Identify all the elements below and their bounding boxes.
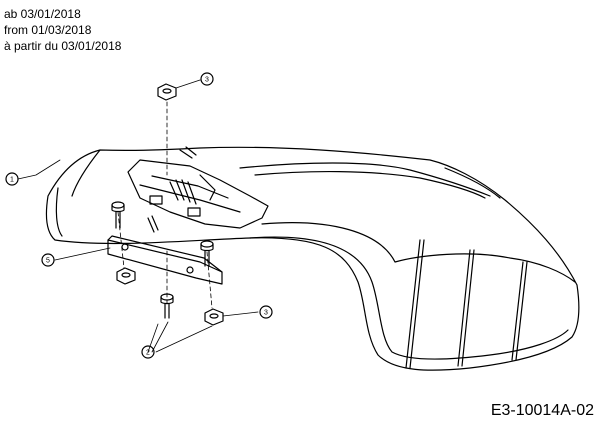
callout-label: 3 <box>205 77 209 84</box>
nut-top <box>157 83 177 101</box>
callout-circle <box>41 253 55 267</box>
validity-line-fr: à partir du 03/01/2018 <box>4 39 122 53</box>
cover-housing <box>45 146 580 371</box>
callout-label: 1 <box>10 177 14 184</box>
bracket-plate <box>107 235 223 285</box>
validity-line-de: ab 03/01/2018 <box>4 7 81 21</box>
bolt-upper-right <box>200 240 214 267</box>
nut-lower-right <box>204 308 224 326</box>
callout-label: 5 <box>46 258 50 265</box>
assembly-lines <box>117 101 213 309</box>
bolt-lower <box>160 293 174 319</box>
validity-header: ab 03/01/2018 from 01/03/2018 à partir d… <box>4 6 121 54</box>
callout-circle <box>200 72 214 86</box>
callout-label: 2 <box>146 350 150 357</box>
bolt-upper-left <box>111 201 125 229</box>
leader-lines <box>17 79 259 353</box>
callout-circle <box>5 172 19 186</box>
callout-circle <box>141 345 155 359</box>
validity-line-en: from 01/03/2018 <box>4 23 92 37</box>
lift-mechanism <box>127 146 269 233</box>
callout-circle <box>259 305 273 319</box>
nut-lower-left <box>116 267 136 285</box>
callout-label: 3 <box>264 310 268 317</box>
diagram-code: E3-10014A-02 <box>490 402 594 419</box>
